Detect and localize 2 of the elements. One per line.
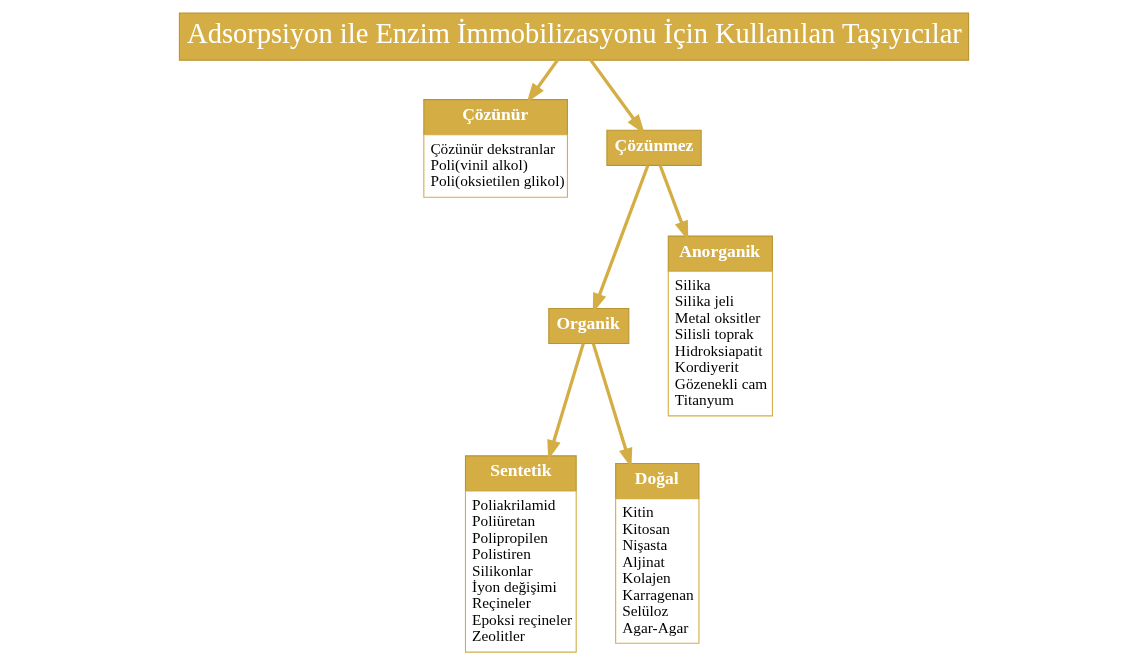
- arrow: [526, 58, 559, 103]
- arrow: [547, 343, 585, 460]
